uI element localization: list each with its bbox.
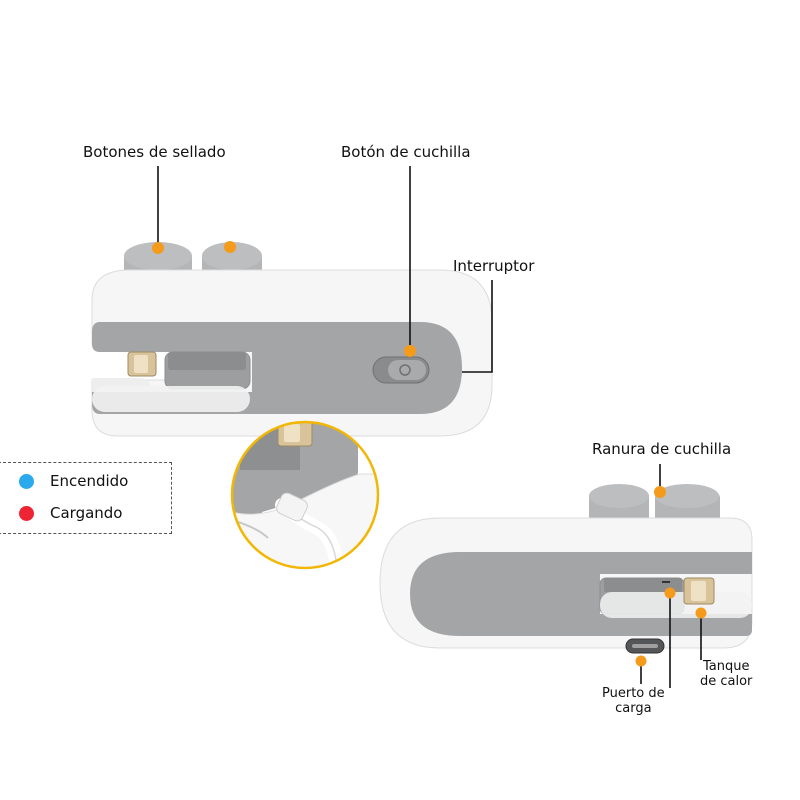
legend-dot-blue	[19, 473, 34, 489]
sealer-device-front	[91, 242, 493, 437]
legend-item-encendido: Encendido	[19, 472, 128, 490]
power-switch	[372, 356, 430, 384]
blade-button-right	[655, 484, 720, 524]
label-puerto-carga: Puerto de carga	[602, 686, 665, 716]
legend-label: Encendido	[50, 472, 129, 490]
power-icon	[399, 364, 411, 376]
label-tanque-calor: Tanque de calor	[700, 659, 753, 689]
callout-dots	[152, 241, 707, 667]
blade-button-left	[589, 484, 649, 524]
heat-block	[127, 351, 157, 377]
legend-item-cargando: Cargando	[19, 504, 123, 522]
label-interruptor: Interruptor	[453, 257, 535, 275]
label-ranura-cuchilla: Ranura de cuchilla	[592, 440, 732, 458]
sealer-device-rear	[379, 484, 753, 654]
legend: Encendido Cargando	[0, 462, 172, 534]
legend-label: Cargando	[50, 504, 123, 522]
device-inner-panel	[92, 322, 462, 414]
label-botones-sellado: Botones de sellado	[83, 143, 226, 161]
label-boton-cuchilla: Botón de cuchilla	[341, 143, 471, 161]
legend-dot-red	[19, 505, 34, 521]
usb-c-port	[625, 638, 665, 654]
heat-block-rear	[683, 577, 715, 605]
zoom-detail	[230, 420, 380, 570]
leader-lines	[157, 166, 702, 688]
